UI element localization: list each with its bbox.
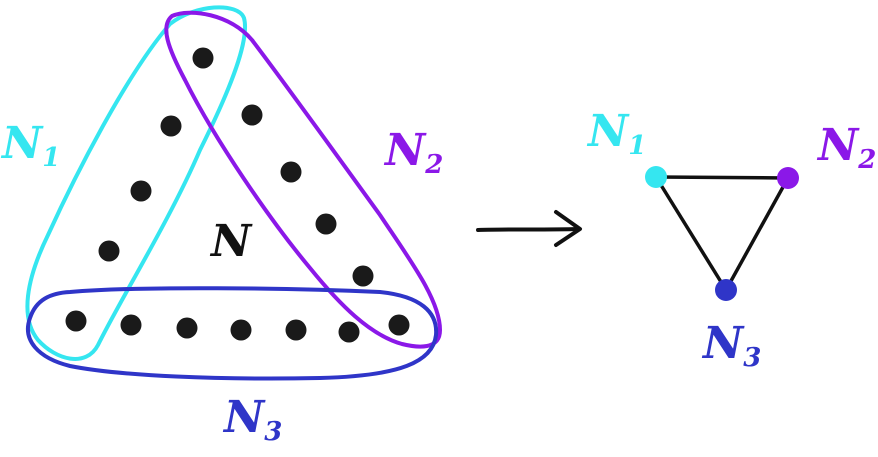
vertex-dot	[160, 115, 182, 137]
vertex-dot	[315, 213, 337, 235]
vertex-dot	[352, 265, 374, 287]
graph-edge-n2-n3	[724, 177, 790, 291]
vertex-dot	[230, 319, 252, 341]
right-arrow-icon	[476, 210, 582, 247]
graph-label-n3: N3	[701, 318, 761, 373]
hyperedge-n1-outline	[25, 5, 247, 361]
graph-edge-n1-n2	[655, 175, 789, 180]
center-label: N	[209, 216, 253, 267]
graph-label-n2: N2	[816, 120, 876, 175]
vertex-dot	[241, 104, 263, 126]
hyperedge-n2-outline	[164, 10, 442, 349]
vertex-dot	[130, 180, 152, 202]
vertex-dot	[192, 47, 214, 69]
graph-node-n1	[645, 166, 667, 188]
vertex-dots	[65, 47, 410, 343]
graph-label-n1: N1	[586, 106, 646, 161]
graph-node-n3	[715, 279, 737, 301]
vertex-dot	[285, 319, 307, 341]
vertex-dot	[338, 321, 360, 343]
vertex-dot	[176, 317, 198, 339]
vertex-dot	[120, 314, 142, 336]
graph-edge-n1-n3	[654, 176, 728, 291]
graph-node-n2	[777, 167, 799, 189]
label-n1: N1	[0, 118, 60, 173]
label-n2: N2	[383, 125, 443, 180]
vertex-dot	[65, 310, 87, 332]
vertex-dot	[98, 240, 120, 262]
vertex-dot	[280, 161, 302, 183]
reduced-graph	[645, 166, 799, 301]
hyperedge-n3-outline	[26, 286, 439, 381]
label-n3: N3	[222, 392, 282, 447]
vertex-dot	[388, 314, 410, 336]
